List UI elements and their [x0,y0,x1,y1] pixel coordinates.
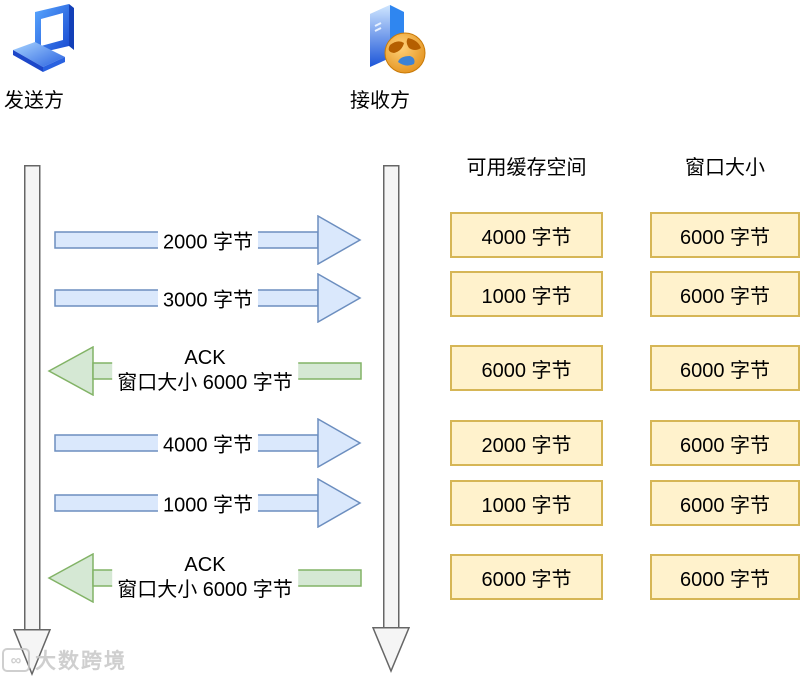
message-label: 2000 字节 [157,225,259,255]
window-value-box: 6000 字节 [650,554,800,600]
ack-label: ACK 窗口大小 6000 字节 [112,346,298,396]
buffer-value-box: 2000 字节 [450,420,603,466]
ack-arrow-row6: ACK 窗口大小 6000 字节 [47,553,363,603]
server-icon [370,5,426,74]
watermark-logo-icon: ∞ [2,648,30,672]
buffer-value-box: 1000 字节 [450,271,603,317]
buffer-value-box: 1000 字节 [450,480,603,526]
window-value-box: 6000 字节 [650,345,800,391]
message-label: 4000 字节 [157,428,259,458]
window-value-box: 6000 字节 [650,420,800,466]
buffer-value-box: 6000 字节 [450,345,603,391]
message-label: 1000 字节 [157,488,259,518]
watermark-text: 大数跨境 [35,650,127,673]
sender-label: 发送方 [4,90,64,112]
ack-label: ACK 窗口大小 6000 字节 [112,553,298,603]
buffer-value-box: 6000 字节 [450,554,603,600]
ack-arrow-row3: ACK 窗口大小 6000 字节 [47,346,363,396]
message-label: 3000 字节 [157,283,259,313]
message-arrow-row2: 3000 字节 [54,273,362,323]
window-value-box: 6000 字节 [650,480,800,526]
laptop-icon [13,4,74,72]
ack-label-line2: 窗口大小 6000 字节 [117,579,293,601]
receiver-lifeline [372,165,410,673]
window-value-box: 6000 字节 [650,212,800,258]
message-arrow-row4: 4000 字节 [54,418,362,468]
ack-label-line2: 窗口大小 6000 字节 [117,372,293,394]
window-column-header: 窗口大小 [685,157,765,179]
buffer-column-header: 可用缓存空间 [466,157,587,179]
watermark: ∞ 大数跨境 [2,645,127,675]
buffer-value-box: 4000 字节 [450,212,603,258]
ack-label-line1: ACK [184,554,226,576]
ack-label-line1: ACK [184,347,226,369]
message-arrow-row5: 1000 字节 [54,478,362,528]
message-arrow-row1: 2000 字节 [54,215,362,265]
sender-lifeline [13,165,51,676]
window-value-box: 6000 字节 [650,271,800,317]
receiver-label: 接收方 [350,90,410,112]
